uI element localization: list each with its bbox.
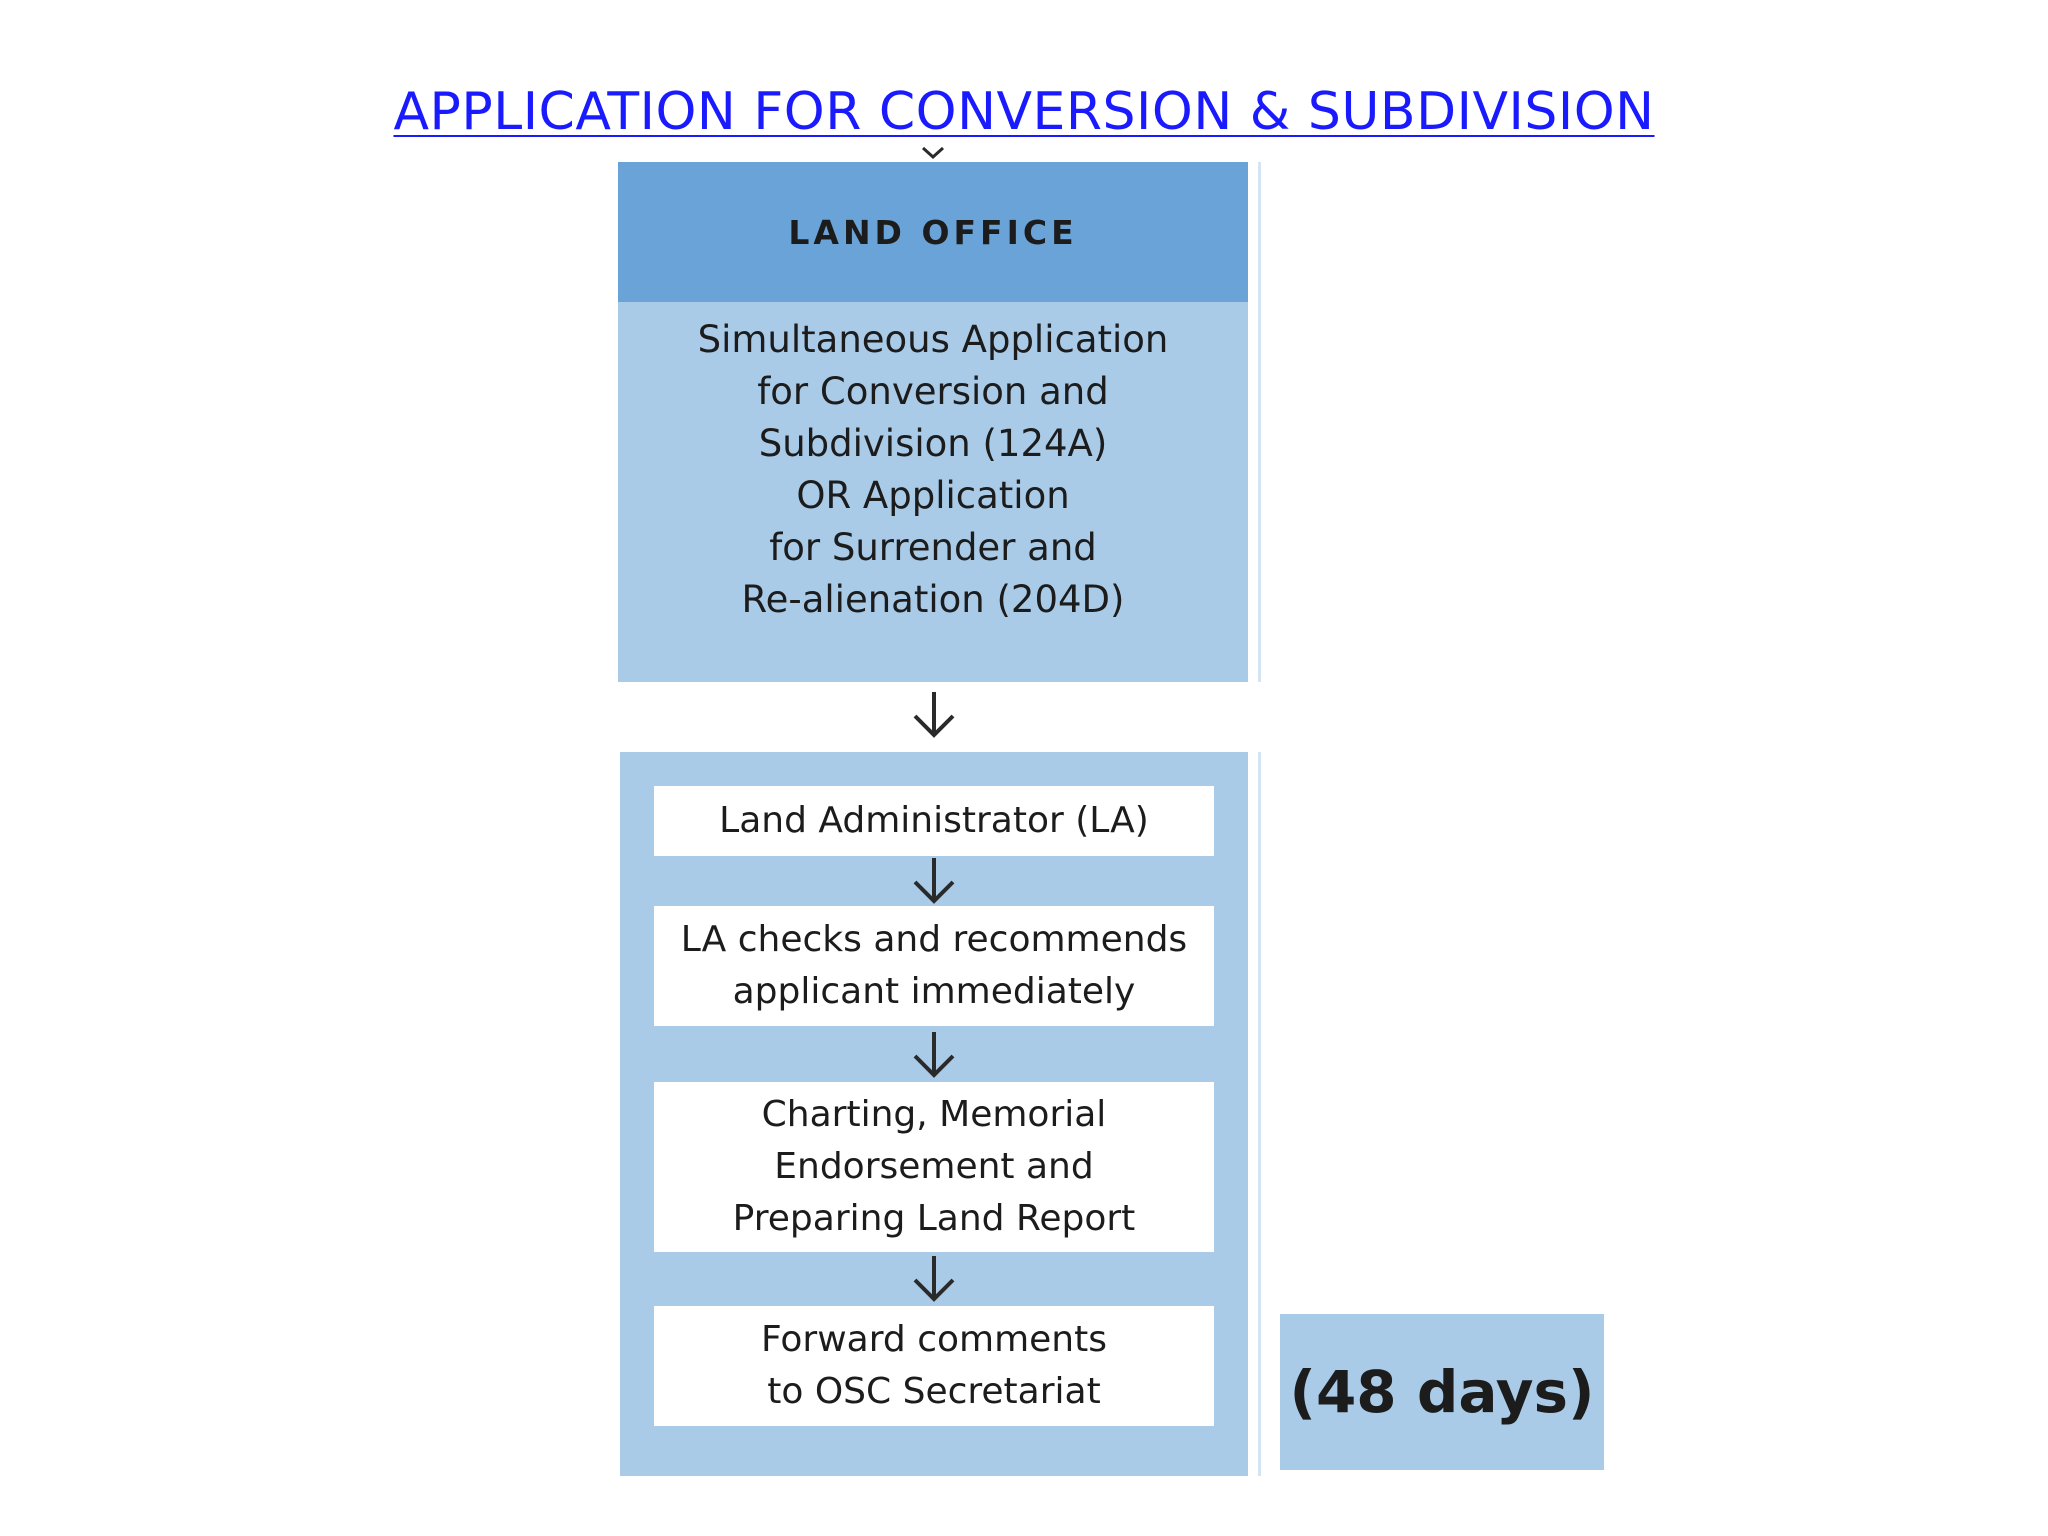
- land-office-panel: LAND OFFICE Simultaneous Application for…: [618, 162, 1248, 682]
- land-office-header: LAND OFFICE: [618, 162, 1248, 302]
- step-la-checks: LA checks and recommends applicant immed…: [654, 906, 1214, 1026]
- application-description: Simultaneous Application for Conversion …: [697, 318, 1169, 621]
- arrow-down-icon: [913, 1032, 955, 1078]
- step-forward-comments: Forward comments to OSC Secretariat: [654, 1306, 1214, 1426]
- duration-badge: (48 days): [1280, 1314, 1604, 1470]
- step-charting: Charting, Memorial Endorsement and Prepa…: [654, 1082, 1214, 1252]
- arrow-down-icon: [913, 1256, 955, 1302]
- panel-divider: [1258, 752, 1261, 1476]
- chevron-down-icon: [921, 146, 945, 160]
- panel-divider: [1258, 162, 1261, 682]
- step-land-administrator: Land Administrator (LA): [654, 786, 1214, 856]
- arrow-down-icon: [913, 692, 955, 738]
- page-title-link[interactable]: APPLICATION FOR CONVERSION & SUBDIVISION: [393, 82, 1655, 142]
- arrow-down-icon: [913, 858, 955, 904]
